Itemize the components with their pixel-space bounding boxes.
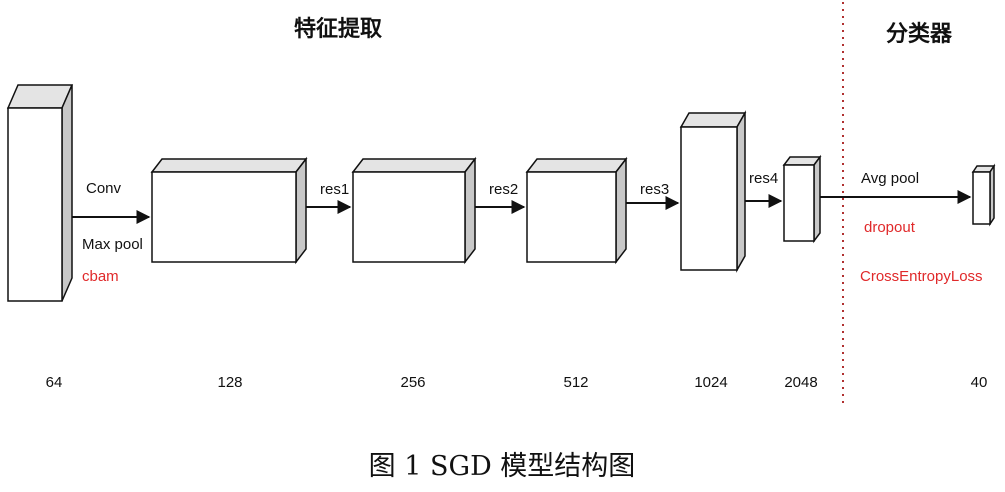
dim-label-512: 512	[563, 374, 588, 391]
label-conv: Conv	[86, 180, 122, 197]
figure-caption: 图 1 SGD 模型结构图	[369, 451, 636, 482]
label-res4: res4	[749, 170, 778, 187]
dim-label-40: 40	[971, 374, 988, 391]
section-title-classifier: 分类器	[886, 22, 953, 47]
label-cbam: cbam	[82, 268, 119, 285]
label-max-pool: Max pool	[82, 236, 143, 253]
block-256	[351, 156, 477, 265]
section-title-feature-extraction: 特征提取	[294, 16, 382, 42]
label-res3: res3	[640, 181, 669, 198]
block-40	[971, 163, 996, 227]
dim-label-64: 64	[46, 374, 63, 391]
label-avg-pool: Avg pool	[861, 170, 919, 187]
label-res2: res2	[489, 181, 518, 198]
block-64	[6, 84, 74, 302]
dim-label-2048: 2048	[784, 374, 817, 391]
dim-label-128: 128	[217, 374, 242, 391]
block-2048	[782, 154, 822, 244]
dim-label-1024: 1024	[694, 374, 727, 391]
label-dropout: dropout	[864, 219, 916, 236]
block-128	[150, 156, 308, 265]
label-res1: res1	[320, 181, 349, 198]
block-1024	[679, 110, 747, 273]
label-cross-entropy-loss: CrossEntropyLoss	[860, 268, 983, 285]
dim-label-256: 256	[400, 374, 425, 391]
block-512	[525, 156, 628, 265]
